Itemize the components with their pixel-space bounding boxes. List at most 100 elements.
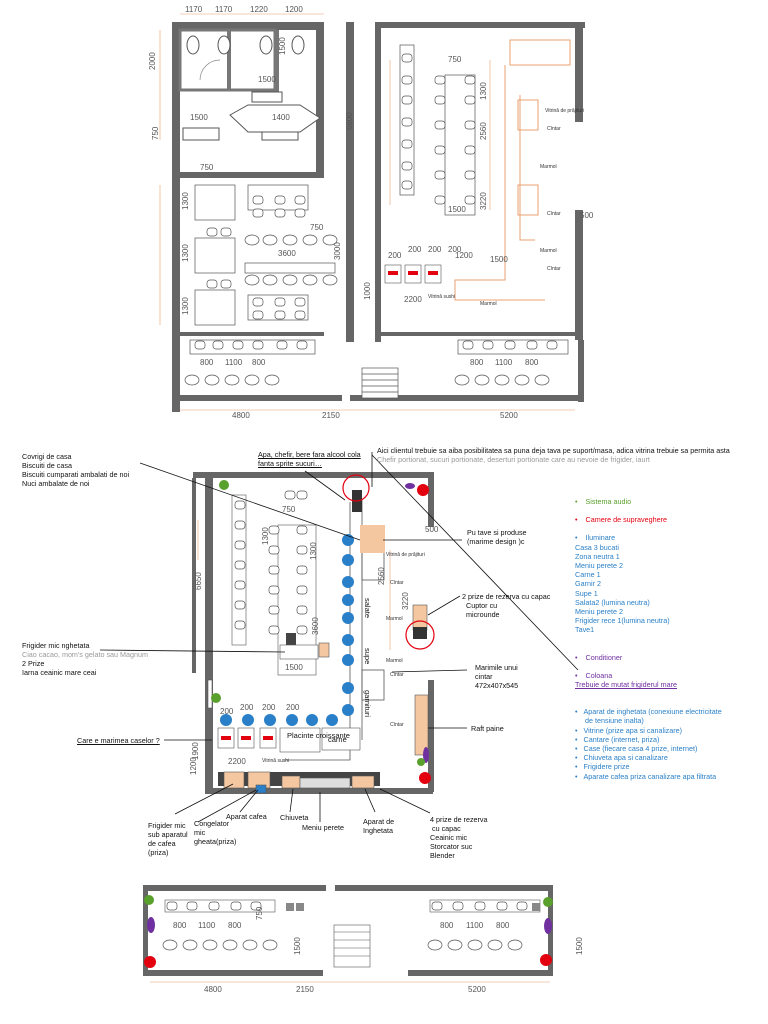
note-client-title: Aici clientul trebuie sa aiba posibilita…: [377, 446, 730, 455]
dim: 200: [286, 703, 300, 712]
dim: 4800: [232, 411, 250, 420]
dim: 200: [428, 245, 442, 254]
legend-il-item: Meniu perete 2: [575, 607, 623, 617]
dim: 2200: [404, 295, 422, 304]
dim: 1300: [181, 244, 190, 262]
note-line: cintar: [475, 672, 493, 681]
legend-aparat-item: • Vitrine (prize apa si canalizare): [575, 725, 683, 735]
plan-label: Cîntar: [390, 672, 404, 678]
plan-label: Cîntar: [547, 126, 561, 132]
dim: 750: [151, 126, 160, 140]
dim: 500: [580, 211, 594, 220]
note-line: Storcator suc: [430, 842, 473, 851]
note-line: Ciao cacao, mom's gelato sau Magnum: [22, 650, 149, 659]
dim: 2000: [148, 52, 157, 70]
legend-aparat-item: • Aparate cafea priza canalizare apa fil…: [575, 771, 717, 781]
dim: 800: [252, 358, 266, 367]
dim: 750: [282, 505, 296, 514]
legend-aparat-text: Chiuveta apa si canalizare: [583, 753, 668, 763]
note-care-marimea: Care e marimea caselor ?: [77, 736, 160, 745]
dim: 1200: [455, 251, 473, 260]
note-line: Inghetata: [363, 826, 393, 835]
note-prize-cuptor: 2 prize de rezerva cu capac Cuptor cu mi…: [462, 592, 550, 619]
note-line: 4 prize de rezerva: [430, 815, 488, 824]
note-line: (priza): [148, 848, 169, 857]
plan-label: Vitrină sushi: [262, 758, 289, 764]
dim: 1100: [225, 358, 243, 367]
dim: 1100: [466, 921, 484, 930]
plan-label-placinte: Placinte croissante: [287, 731, 350, 740]
dim: 200: [262, 703, 276, 712]
dim: 3220: [479, 192, 488, 210]
legend: • Sistema audio • Camere de supraveghere…: [575, 497, 725, 781]
plan-label-salate: salate: [363, 598, 372, 618]
dim: 1500: [490, 255, 508, 264]
note-line: Congelator: [194, 819, 230, 828]
legend-iluminare-label: Iluminare: [585, 533, 616, 543]
note-line: fanta sprite sucuri…: [258, 459, 322, 468]
dim: 1500: [278, 37, 287, 55]
bottom-floor-plan: 800 1100 800 800 1100 800 750 1500 1500 …: [143, 885, 584, 994]
plan-label: Cîntar: [390, 722, 404, 728]
dim: 2560: [479, 122, 488, 140]
note-line: Pu tave si produse: [467, 528, 527, 537]
legend-il-item: Zona neutra 1: [575, 551, 620, 561]
dim: 800: [470, 358, 484, 367]
note-line: Marimile unui: [475, 663, 518, 672]
dim: 1170: [185, 5, 203, 14]
dim: 200: [408, 245, 422, 254]
note-line: Frigider mic: [148, 821, 186, 830]
dim: 500: [425, 525, 439, 534]
dim: 3600: [311, 617, 320, 635]
dim: 1500: [448, 205, 466, 214]
dim: 800: [440, 921, 454, 930]
legend-il-item: Supe 1: [575, 588, 598, 598]
note-covrigi: Covrigi de casa Biscuiti de casa Biscuit…: [22, 452, 129, 488]
legend-coloana: • Coloana: [575, 670, 613, 680]
dim: 800: [173, 921, 187, 930]
note-line: 472x407x545: [475, 681, 519, 690]
plan-label: Vitrină de prăjituri: [386, 552, 425, 558]
note-frigider-mic: Frigider mic nghetata Ciao cacao, mom's …: [22, 641, 148, 677]
note-line: Frigider mic nghetata: [22, 641, 90, 650]
dim: 1300: [181, 192, 190, 210]
note-pu-tave: Pu tave si produse (marime design )c: [467, 528, 527, 546]
note-line: Biscuiti de casa: [22, 461, 72, 470]
dim: 200: [388, 251, 402, 260]
dim: 3220: [401, 592, 410, 610]
legend-coloana-label: Coloana: [585, 670, 613, 680]
note-line: Blender: [430, 851, 455, 860]
legend-il-item: Salata2 (lumina neutra): [575, 597, 650, 607]
note-line: de cafea: [148, 839, 176, 848]
dim: 3600: [278, 249, 296, 258]
legend-mutat: Trebuie de mutat frigiderul mare: [575, 680, 678, 690]
legend-il-item: Garnir 2: [575, 579, 601, 589]
dim: 1300: [309, 542, 318, 560]
dim: 1500: [258, 75, 276, 84]
dim: 4800: [204, 985, 222, 994]
dim: 1300: [479, 82, 488, 100]
legend-aparat-item: • Aparat de inghetata (conexiune electri…: [575, 707, 722, 726]
legend-audio: • Sistema audio: [575, 497, 632, 506]
dim: 1500: [575, 937, 584, 955]
legend-aparat-text: Aparat de inghetata (conexiune electrici…: [583, 707, 722, 726]
note-aparat-cafea: Aparat cafea: [226, 812, 267, 821]
plan-label: Marmol: [540, 164, 557, 170]
plan-label: Cîntar: [390, 580, 404, 586]
legend-aparat-text: Aparate cafea priza canalizare apa filtr…: [583, 771, 717, 781]
note-client: Aici clientul trebuie sa aiba posibilita…: [377, 446, 757, 464]
legend-aparat-item: • Frigidere prize: [575, 762, 630, 772]
note-line: Aparat de: [363, 817, 395, 826]
note-chiuveta: Chiuveta: [280, 813, 309, 822]
dim: 5200: [500, 411, 518, 420]
note-line: 2 prize de rezerva cu capac: [462, 592, 551, 601]
note-line: Nuci ambalate de noi: [22, 479, 90, 488]
note-apa: Apa, chefir, bere fara alcool cola fanta…: [258, 450, 361, 468]
legend-audio-label: Sistema audio: [585, 497, 632, 506]
dim: 2150: [296, 985, 314, 994]
middle-floor-plan: 750 1300 1300 1500 3600 6650 500 2560 32…: [99, 452, 579, 823]
plan-label: Marmol: [540, 248, 557, 254]
legend-il-item: Meniu perete 2: [575, 561, 623, 571]
legend-aparat-text: Frigidere prize: [583, 762, 630, 772]
